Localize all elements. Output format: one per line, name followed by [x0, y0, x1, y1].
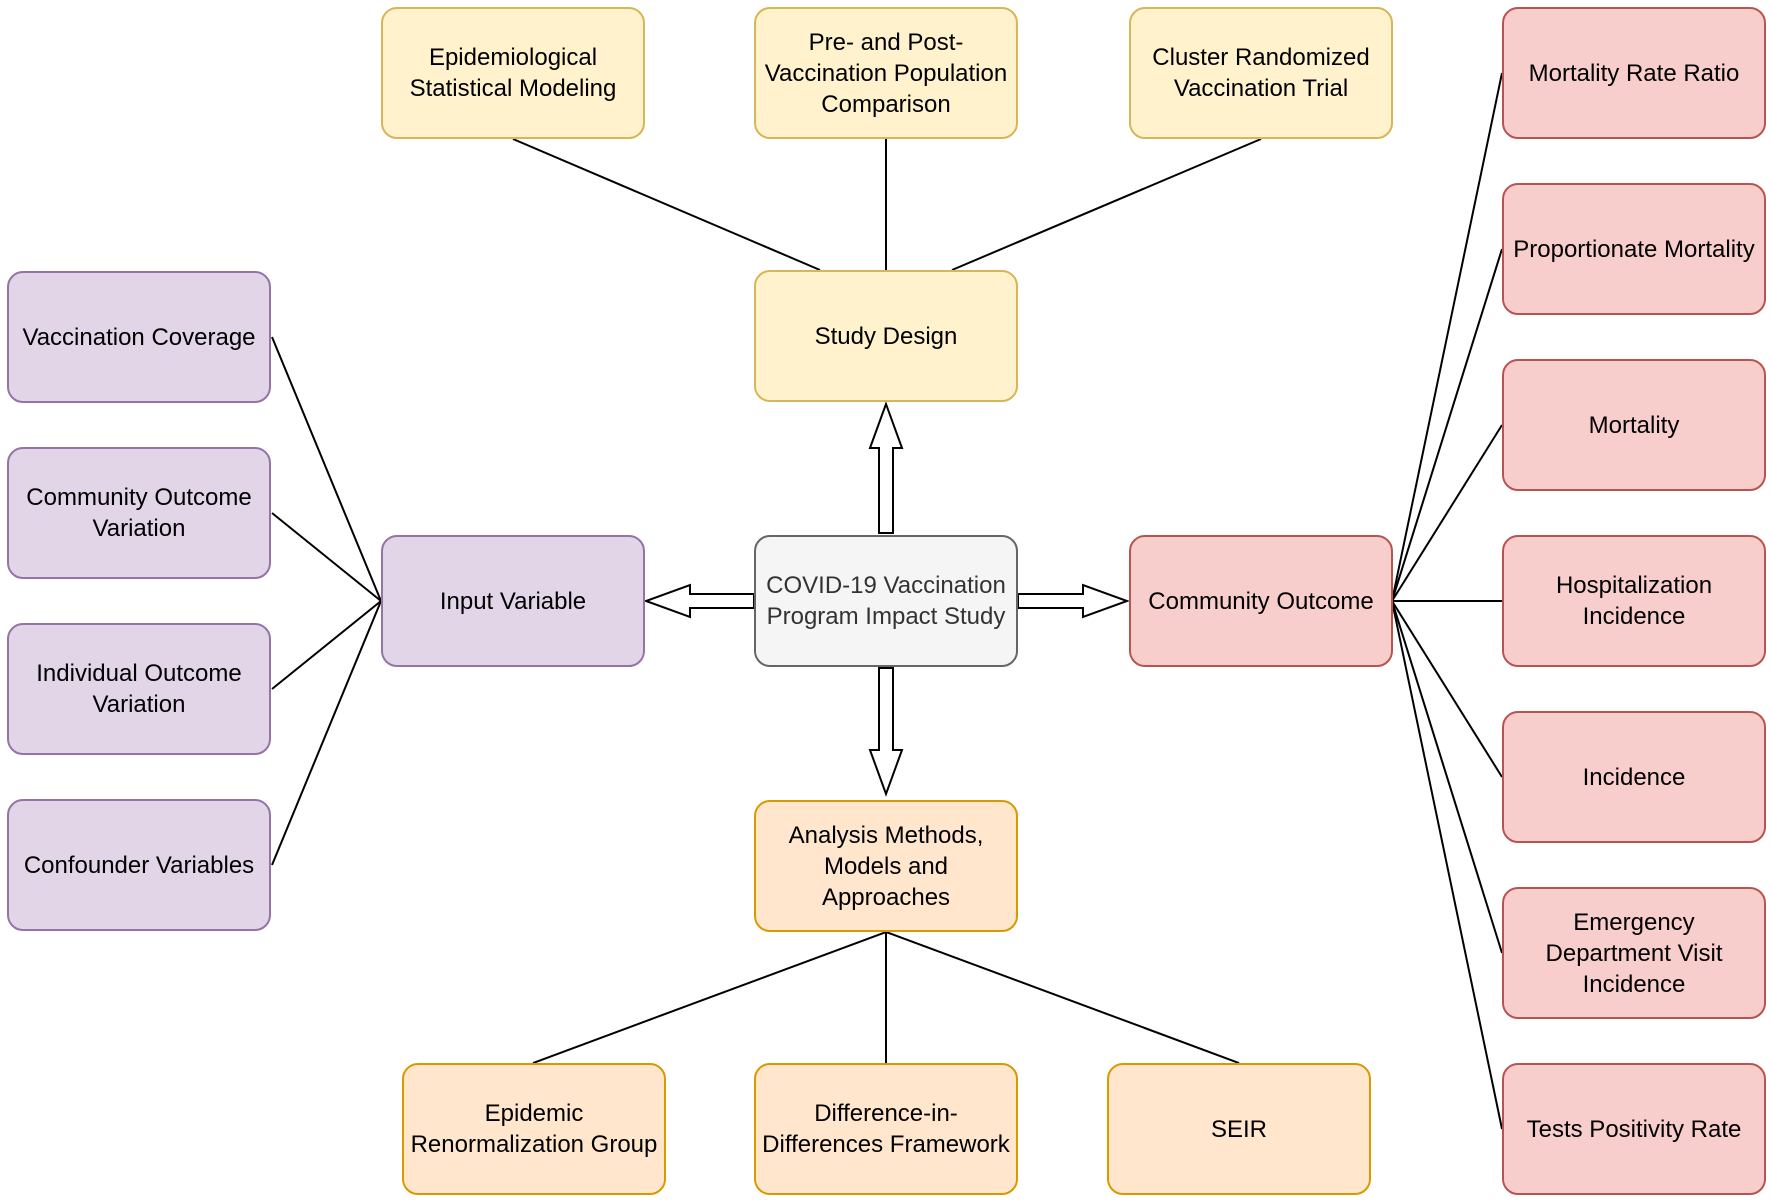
node-label: Mortality Rate Ratio — [1528, 59, 1740, 87]
outcome-child-mortality-rate-ratio[interactable]: Mortality Rate Ratio — [1502, 7, 1766, 139]
outcome-child-tests-positivity-rate[interactable]: Tests Positivity Rate — [1502, 1063, 1766, 1195]
outcome-child-mortality[interactable]: Mortality — [1502, 359, 1766, 491]
node-label: Tests Positivity Rate — [1526, 1115, 1742, 1143]
arrow-to-analysis — [868, 667, 904, 797]
community-outcome-label: Community Outcome — [1148, 587, 1374, 615]
node-label: Epidemiological Statistical Modeling — [409, 44, 617, 102]
connector-analysis-seir — [885, 931, 1240, 1064]
node-label: Epidemic Renormalization Group — [410, 1100, 658, 1158]
node-label: Difference-in-Differences Framework — [762, 1100, 1010, 1158]
outcome-child-ed-visit-incidence[interactable]: Emergency Department Visit Incidence — [1502, 887, 1766, 1019]
connector-study-design-epidemiological — [512, 138, 821, 271]
node-label: SEIR — [1210, 1115, 1267, 1143]
arrow-to-study-design — [868, 401, 904, 534]
input-child-vaccination-coverage[interactable]: Vaccination Coverage — [7, 271, 271, 403]
study-design-child-cluster-trial[interactable]: Cluster Randomized Vaccination Trial — [1129, 7, 1393, 139]
study-design-child-epidemiological-modeling[interactable]: Epidemiological Statistical Modeling — [381, 7, 645, 139]
connector-outcome-incidence — [1391, 600, 1503, 778]
node-label: Emergency Department Visit Incidence — [1545, 908, 1723, 998]
connector-outcome-ed-visit — [1391, 600, 1503, 954]
outcome-child-proportionate-mortality[interactable]: Proportionate Mortality — [1502, 183, 1766, 315]
central-node-label: COVID-19 Vaccination Program Impact Stud… — [766, 572, 1006, 630]
input-child-individual-outcome-variation[interactable]: Individual Outcome Variation — [7, 623, 271, 755]
analysis-child-difference-in-differences[interactable]: Difference-in-Differences Framework — [754, 1063, 1018, 1195]
connector-analysis-erg — [532, 931, 887, 1064]
outcome-child-incidence[interactable]: Incidence — [1502, 711, 1766, 843]
arrow-to-input-variable — [643, 583, 755, 619]
outcome-child-hospitalization-incidence[interactable]: Hospitalization Incidence — [1502, 535, 1766, 667]
connector-input-confounders — [271, 600, 382, 866]
node-label: Confounder Variables — [23, 851, 255, 879]
input-variable-node[interactable]: Input Variable — [381, 535, 645, 667]
node-label: Proportionate Mortality — [1513, 235, 1755, 263]
node-label: Vaccination Coverage — [22, 323, 256, 351]
input-child-confounder-variables[interactable]: Confounder Variables — [7, 799, 271, 931]
analysis-child-epidemic-renormalization[interactable]: Epidemic Renormalization Group — [402, 1063, 666, 1195]
node-label: Individual Outcome Variation — [36, 660, 242, 718]
connector-input-individual-variation — [271, 600, 382, 690]
study-design-node[interactable]: Study Design — [754, 270, 1018, 402]
node-label: Pre- and Post-Vaccination Population Com… — [764, 28, 1008, 118]
connector-outcome-proportionate-mortality — [1391, 248, 1503, 602]
node-label: Cluster Randomized Vaccination Trial — [1152, 44, 1370, 102]
connector-outcome-mortality-rate-ratio — [1391, 72, 1503, 602]
central-node[interactable]: COVID-19 Vaccination Program Impact Stud… — [754, 535, 1018, 667]
input-variable-label: Input Variable — [439, 587, 587, 615]
connector-input-vaccination-coverage — [271, 336, 382, 602]
arrow-to-community-outcome — [1017, 583, 1130, 619]
connector-outcome-tests-positivity — [1391, 600, 1503, 1130]
input-child-community-outcome-variation[interactable]: Community Outcome Variation — [7, 447, 271, 579]
connector-study-design-cluster — [951, 138, 1262, 271]
node-label: Hospitalization Incidence — [1555, 572, 1713, 630]
connector-input-community-variation — [271, 512, 382, 602]
analysis-child-seir[interactable]: SEIR — [1107, 1063, 1371, 1195]
node-label: Community Outcome Variation — [26, 484, 252, 542]
connector-outcome-mortality — [1391, 424, 1503, 602]
node-label: Mortality — [1588, 411, 1680, 439]
study-design-child-pre-post-comparison[interactable]: Pre- and Post-Vaccination Population Com… — [754, 7, 1018, 139]
study-design-label: Study Design — [814, 322, 958, 350]
node-label: Incidence — [1582, 763, 1686, 791]
analysis-methods-label: Analysis Methods, Models and Approaches — [788, 821, 984, 911]
analysis-methods-node[interactable]: Analysis Methods, Models and Approaches — [754, 800, 1018, 932]
community-outcome-node[interactable]: Community Outcome — [1129, 535, 1393, 667]
